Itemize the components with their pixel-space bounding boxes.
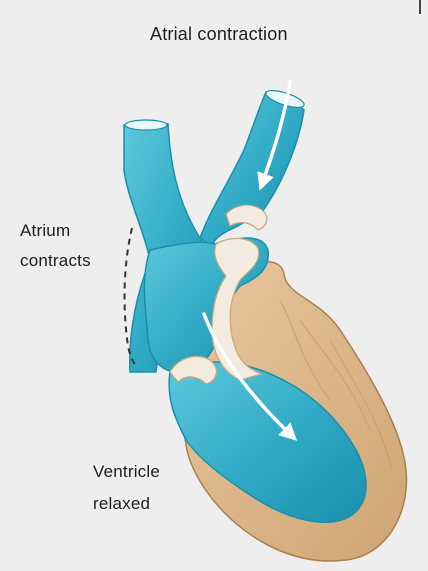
diagram-title: Atrial contraction [150, 24, 288, 44]
corner-mark [419, 0, 421, 14]
ventricle-label-line-2: relaxed [93, 493, 151, 513]
av-valve [169, 355, 217, 385]
flow-arrow-lower [202, 312, 298, 441]
ventricle-label-line-1: Ventricle [93, 462, 161, 481]
atrium-contraction-outline [123, 227, 137, 367]
flow-arrow-upper [257, 80, 292, 191]
upper-valve [225, 204, 268, 231]
atrium-label-line-1: Atrium [20, 221, 71, 240]
ventricle-chamber [168, 361, 367, 523]
atrium-label-line-2: contracts [20, 250, 91, 270]
ventricle-label: Ventricle relaxed [93, 462, 160, 513]
septum-fold [211, 237, 265, 381]
atrium-label: Atrium contracts [20, 221, 91, 270]
